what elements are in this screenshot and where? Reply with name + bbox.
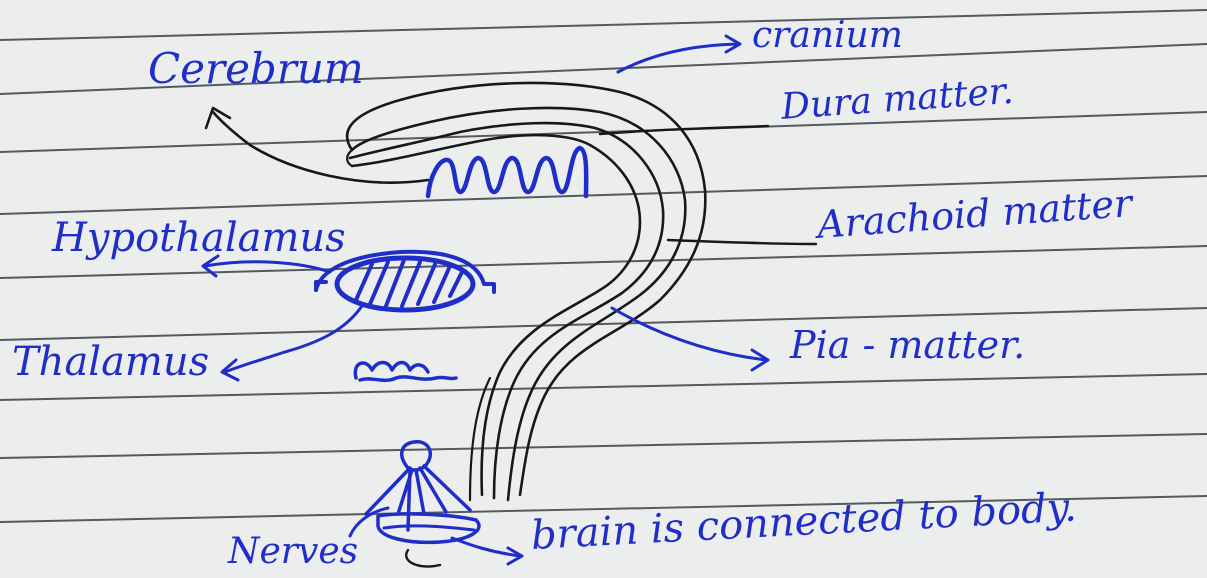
small-squiggle	[355, 363, 456, 381]
cerebrum-label: Cerebrum	[148, 48, 364, 90]
arachoid-matter-leader	[668, 240, 816, 244]
meninges-layers	[347, 83, 705, 500]
cranium-label: cranium	[752, 18, 903, 54]
spinal-cord-inner	[470, 378, 490, 500]
thalamus-label: Thalamus	[12, 342, 209, 382]
nerves-label: Nerves	[228, 534, 358, 570]
ruled-line	[0, 308, 1207, 340]
nerve-bottom-curve	[406, 550, 440, 567]
nerve-structure	[366, 442, 479, 567]
connection-arrow	[452, 538, 520, 556]
nerve-branches	[366, 466, 470, 530]
ruled-line	[0, 10, 1207, 40]
hypothalamus-base	[316, 282, 326, 290]
hypothalamus-label: Hypothalamus	[52, 218, 346, 258]
pia-matter-label: Pia - matter.	[790, 326, 1025, 364]
cerebrum-gyri	[428, 148, 586, 196]
ruled-line	[0, 434, 1207, 458]
thalamus-arrow	[225, 306, 362, 372]
pia-matter-arrow	[612, 308, 766, 360]
nerve-base-hatch	[384, 526, 474, 530]
